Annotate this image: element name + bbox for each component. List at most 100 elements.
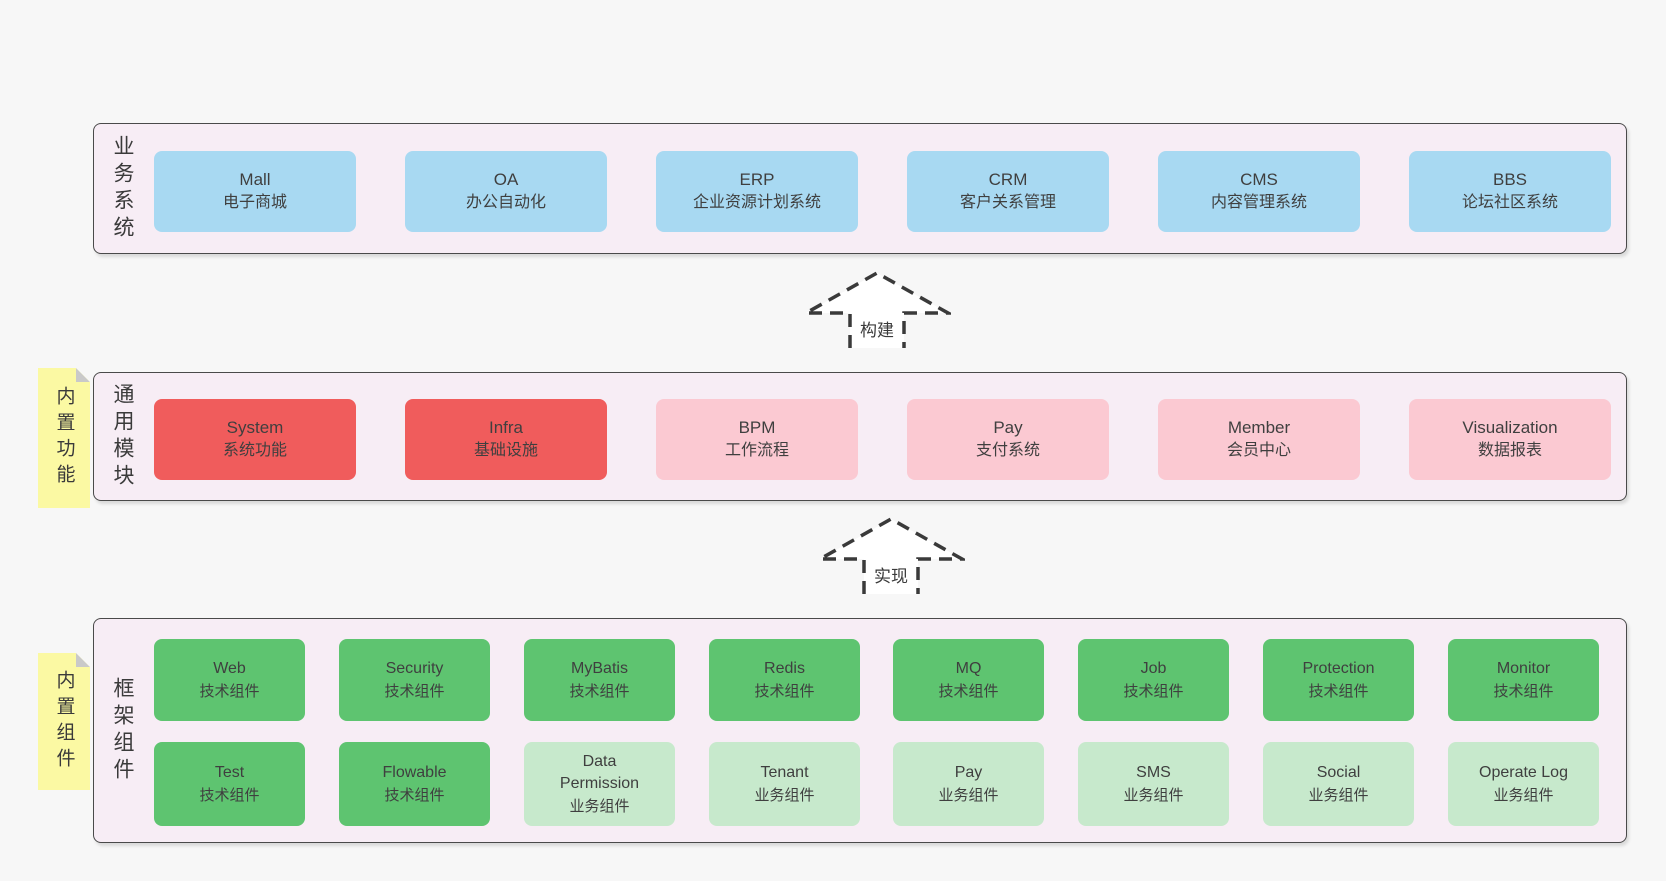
box-job: Job 技术组件 [1078, 639, 1229, 721]
box-flowable: Flowable 技术组件 [339, 742, 490, 826]
box-monitor: Monitor 技术组件 [1448, 639, 1599, 721]
box-subtitle: 技术组件 [199, 786, 260, 804]
note-fold-corner [76, 368, 90, 382]
box-system: System 系统功能 [154, 399, 356, 480]
box-title: Security [385, 659, 444, 677]
layer-label-text: 通用模块 [111, 382, 134, 491]
box-title: Pay [954, 763, 983, 781]
box-title: MQ [955, 659, 982, 677]
box-member: Member 会员中心 [1158, 399, 1360, 480]
box-subtitle: 客户关系管理 [959, 194, 1056, 212]
box-bbs: BBS 论坛社区系统 [1409, 151, 1611, 232]
box-title: Social [1316, 763, 1361, 781]
note-fold-corner [76, 653, 90, 667]
layer-label-business-systems: 业务系统 [102, 124, 142, 253]
box-data-permission: Data Permission 业务组件 [524, 742, 675, 826]
box-title: Mall [239, 170, 271, 190]
box-title: CRM [988, 170, 1028, 190]
build-arrow-label: 构建 [860, 321, 894, 340]
box-subtitle: 技术组件 [1493, 682, 1554, 700]
box-title: Redis [764, 659, 805, 677]
box-title: Tenant [760, 763, 809, 781]
box-infra: Infra 基础设施 [405, 399, 607, 480]
box-subtitle: 内容管理系统 [1210, 194, 1307, 212]
box-redis: Redis 技术组件 [709, 639, 860, 721]
box-subtitle: 技术组件 [1123, 682, 1184, 700]
box-erp: ERP 企业资源计划系统 [656, 151, 858, 232]
box-subtitle: 办公自动化 [465, 194, 546, 212]
layer-label-text: 框架组件 [111, 676, 134, 785]
box-title: Member [1227, 418, 1291, 438]
box-title: Infra [488, 418, 524, 438]
box-title: BBS [1492, 170, 1528, 190]
box-protection: Protection 技术组件 [1263, 639, 1414, 721]
box-title: Protection [1302, 659, 1375, 677]
layer-common-modules: 通用模块 System 系统功能 Infra 基础设施 BPM 工作流程 Pay 支付系统 Mem… [93, 372, 1627, 501]
implement-arrow-label: 实现 [874, 567, 908, 586]
box-title: MyBatis [571, 659, 628, 677]
box-security: Security 技术组件 [339, 639, 490, 721]
box-subtitle: 业务组件 [1308, 786, 1369, 804]
box-subtitle: 技术组件 [754, 682, 815, 700]
box-bpm: BPM 工作流程 [656, 399, 858, 480]
box-subtitle: 业务组件 [1123, 786, 1184, 804]
box-subtitle: 工作流程 [724, 442, 789, 460]
box-subtitle: 企业资源计划系统 [692, 194, 821, 212]
box-subtitle: 业务组件 [569, 798, 630, 816]
implement-arrow: 实现 [817, 516, 965, 596]
box-cms: CMS 内容管理系统 [1158, 151, 1360, 232]
layer-label-framework-components: 框架组件 [102, 619, 142, 842]
box-title: Monitor [1496, 659, 1551, 677]
box-subtitle: 技术组件 [384, 682, 445, 700]
box-title: System [226, 418, 284, 438]
box-subtitle: 技术组件 [938, 682, 999, 700]
up-arrow-icon [803, 270, 951, 348]
sticky-note-text: 内置组件 [53, 669, 75, 774]
box-title: Visualization [1462, 418, 1558, 438]
box-title: Job [1140, 659, 1167, 677]
box-social: Social 业务组件 [1263, 742, 1414, 826]
box-test: Test 技术组件 [154, 742, 305, 826]
box-subtitle: 支付系统 [975, 442, 1040, 460]
box-title: CMS [1240, 170, 1278, 190]
box-oa: OA 办公自动化 [405, 151, 607, 232]
box-operate-log: Operate Log 业务组件 [1448, 742, 1599, 826]
box-subtitle: 技术组件 [1308, 682, 1369, 700]
box-mq: MQ 技术组件 [893, 639, 1044, 721]
box-visualization: Visualization 数据报表 [1409, 399, 1611, 480]
sticky-note-common-modules: 内置功能 [38, 368, 90, 508]
box-sms: SMS 业务组件 [1078, 742, 1229, 826]
box-title: SMS [1136, 763, 1171, 781]
box-title: ERP [739, 170, 775, 190]
box-title: Pay [993, 418, 1023, 438]
build-arrow: 构建 [803, 270, 951, 350]
box-tenant: Tenant 业务组件 [709, 742, 860, 826]
box-title: OA [493, 170, 519, 190]
box-pay: Pay 支付系统 [907, 399, 1109, 480]
box-title: Web [213, 659, 246, 677]
box-title: Data Permission [559, 752, 640, 793]
up-arrow-icon [817, 516, 965, 594]
box-subtitle: 技术组件 [384, 786, 445, 804]
box-crm: CRM 客户关系管理 [907, 151, 1109, 232]
box-subtitle: 会员中心 [1226, 442, 1291, 460]
box-subtitle: 技术组件 [199, 682, 260, 700]
box-subtitle: 数据报表 [1477, 442, 1542, 460]
box-web: Web 技术组件 [154, 639, 305, 721]
box-subtitle: 论坛社区系统 [1461, 194, 1558, 212]
box-subtitle: 基础设施 [473, 442, 538, 460]
box-subtitle: 业务组件 [754, 786, 815, 804]
box-subtitle: 业务组件 [1493, 786, 1554, 804]
box-title: BPM [738, 418, 776, 438]
box-subtitle: 系统功能 [222, 442, 287, 460]
box-title: Flowable [382, 763, 447, 781]
box-title: Operate Log [1479, 763, 1568, 781]
layer-label-common-modules: 通用模块 [102, 373, 142, 500]
box-title: Test [214, 763, 245, 781]
